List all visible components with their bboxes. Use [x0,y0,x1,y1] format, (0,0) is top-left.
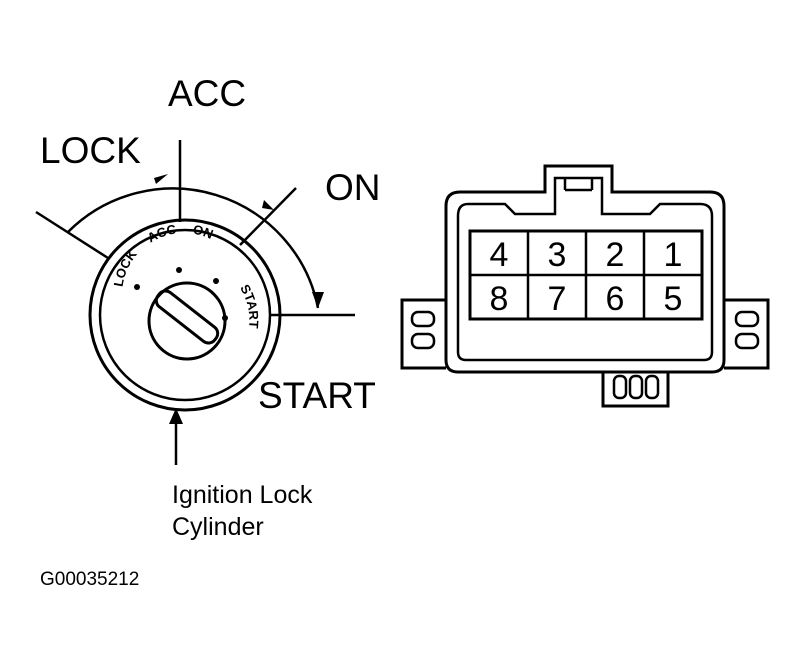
connector-ear-left [400,298,446,370]
pin-1: 1 [664,236,683,274]
lock-position-dot [134,284,140,290]
on-leader-line [239,187,297,246]
ring-text-group: LOCK ACC ON [111,221,216,288]
caption-line-1: Ignition Lock [172,481,313,509]
arc-arrow-acc [154,174,168,184]
ignition-switch: LOCK ACC ON START ACC LOCK ON START Igni [35,73,381,541]
arc-arrow-on [262,200,274,210]
ring-label-start: START [237,282,261,329]
connector-ear-right [724,298,770,370]
caption-arrow-head [169,408,183,424]
connector-housing-outer [444,164,726,374]
label-lock: LOCK [40,130,141,171]
pin-5: 5 [664,280,683,318]
pin-grid: 4 3 2 1 8 7 6 5 [468,229,704,321]
pin-8: 8 [490,280,509,318]
label-acc: ACC [168,73,246,114]
connector: 4 3 2 1 8 7 6 5 [400,164,770,408]
start-position-dot [222,315,228,321]
pin-7: 7 [548,280,567,318]
pin-6: 6 [606,280,625,318]
label-on: ON [325,167,381,208]
connector-housing-inner [456,176,714,362]
key-slot-knob [147,281,227,361]
ring-text-start-group: START [237,282,261,329]
label-start: START [258,375,376,416]
connector-bottom-latch [601,372,670,408]
pin-2: 2 [606,236,625,274]
lock-leader-line [35,210,109,260]
figure-code: G00035212 [40,569,139,590]
pin-3: 3 [548,236,567,274]
acc-position-dot [176,267,182,273]
ring-label-acc: ACC [145,221,178,245]
on-position-dot [213,278,219,284]
caption-line-2: Cylinder [172,513,264,541]
pin-4: 4 [490,236,509,274]
rotation-arc [67,187,320,309]
arc-arrow-start [312,292,324,308]
